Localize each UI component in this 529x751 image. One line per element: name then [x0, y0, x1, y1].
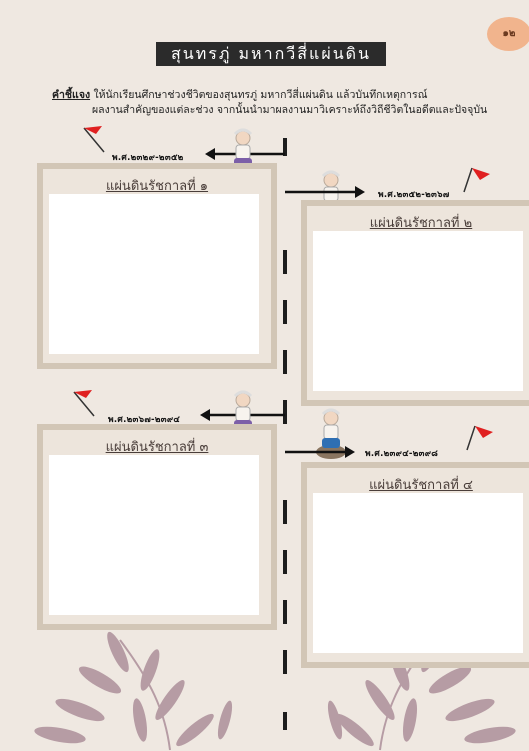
flag-icon — [73, 390, 95, 417]
page-number-badge: ๑๒ — [487, 17, 529, 51]
reign-1-label: แผ่นดินรัชกาลที่ ๑ — [105, 179, 209, 194]
timeline-dash — [283, 500, 287, 524]
reign-4-years: พ.ศ.๒๓๙๔-๒๓๙๘ — [365, 449, 439, 459]
timeline-dash — [283, 250, 287, 274]
reign-1-years: พ.ศ.๒๓๒๙-๒๓๕๒ — [112, 153, 184, 163]
reign-4-answer-area[interactable] — [313, 493, 523, 653]
flag-icon — [83, 126, 105, 153]
reign-1-frame: แผ่นดินรัชกาลที่ ๑ — [37, 163, 277, 369]
reign-3-frame: แผ่นดินรัชกาลที่ ๓ — [37, 424, 277, 630]
instructions-label: คำชี้แจง — [52, 89, 91, 101]
arrow-right-icon — [285, 186, 365, 198]
instructions: คำชี้แจง ให้นักเรียนศึกษาช่วงชีวิตของสุน… — [52, 88, 522, 118]
arrow-right-icon — [285, 446, 355, 458]
reign-3-years: พ.ศ.๒๓๖๗-๒๓๙๔ — [108, 415, 181, 425]
flag-icon — [466, 425, 493, 451]
reign-4-label: แผ่นดินรัชกาลที่ ๔ — [369, 478, 473, 493]
flag-icon — [463, 167, 490, 193]
reign-2-years: พ.ศ.๒๓๕๒-๒๓๖๗ — [378, 190, 450, 200]
reign-4-frame: แผ่นดินรัชกาลที่ ๔ — [301, 462, 529, 668]
timeline-dash — [283, 400, 287, 424]
timeline-dash — [283, 138, 287, 156]
timeline-dash — [283, 712, 287, 730]
timeline-dash — [283, 550, 287, 574]
reign-2-label: แผ่นดินรัชกาลที่ ๒ — [369, 216, 473, 231]
reign-3-label: แผ่นดินรัชกาลที่ ๓ — [105, 440, 209, 455]
timeline-dash — [283, 650, 287, 674]
reign-3-answer-area[interactable] — [49, 455, 259, 615]
instructions-line-2: ผลงานสำคัญของแต่ละช่วง จากนั้นนำมาผลงานม… — [92, 104, 488, 116]
reign-2-answer-area[interactable] — [313, 231, 523, 391]
page-title: สุนทรภู่ มหากวีสี่แผ่นดิน — [156, 42, 386, 66]
timeline-dash — [283, 350, 287, 374]
instructions-line-1: ให้นักเรียนศึกษาช่วงชีวิตของสุนทรภู่ มหา… — [93, 89, 428, 101]
timeline-dash — [283, 300, 287, 324]
reign-2-frame: แผ่นดินรัชกาลที่ ๒ — [301, 200, 529, 406]
reign-1-answer-area[interactable] — [49, 194, 259, 354]
timeline-dash — [283, 600, 287, 624]
